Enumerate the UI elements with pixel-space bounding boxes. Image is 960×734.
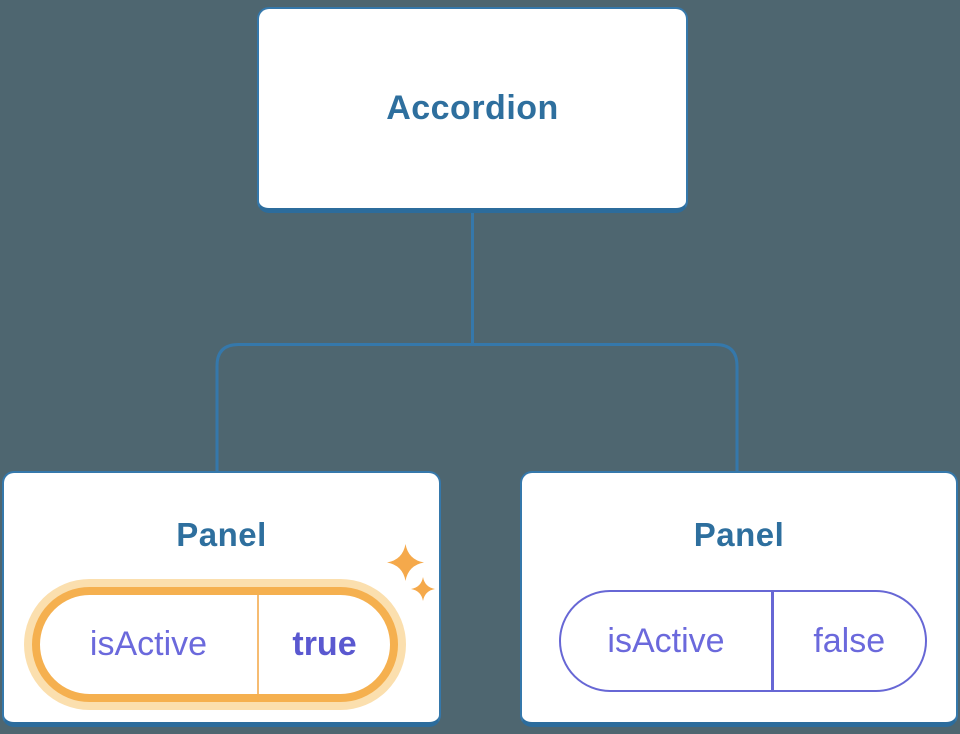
prop-value-label: false [813,621,886,660]
pill-divider [257,595,259,694]
panel-title: Panel [693,516,785,553]
connector-branch [215,343,739,472]
prop-value-label: true [292,625,357,663]
pill-divider [771,592,774,690]
panel-node-active: Panel isActive true [2,471,441,727]
accordion-node-label: Accordion [386,89,559,127]
prop-name-label: isActive [89,625,208,663]
accordion-node: Accordion [257,7,688,213]
prop-name-label: isActive [607,621,725,660]
state-pill-active: isActive true [32,587,398,702]
sparkle-icon [387,544,424,581]
panel-node-inactive: Panel isActive false [520,471,958,727]
sparkle-icon [411,577,435,601]
state-pill-inactive: isActive false [559,590,927,692]
panel-title: Panel [176,516,267,553]
